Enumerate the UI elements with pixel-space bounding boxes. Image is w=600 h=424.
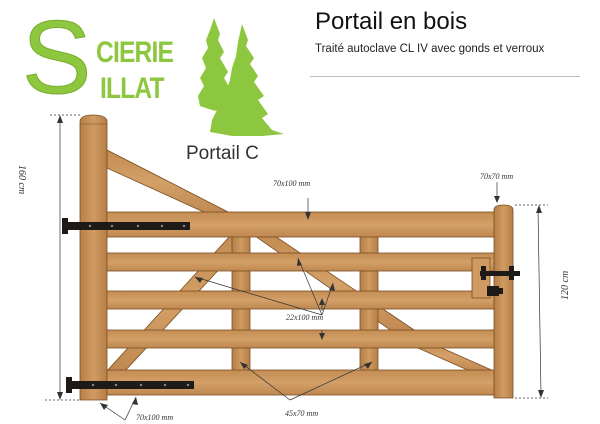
dim-rails: 22x100 mm — [286, 313, 324, 322]
logo-line-2: ILLAT — [100, 72, 165, 105]
header-divider — [310, 76, 580, 77]
logo-initial: S — [21, 0, 92, 116]
page-title: Portail en bois — [315, 8, 468, 35]
model-label: Portail C — [186, 143, 259, 164]
logo-line-1: CIERIE — [96, 36, 174, 69]
end-post — [493, 204, 514, 399]
dim-post-height: 160 cm — [16, 165, 27, 195]
dim-braces: 45x70 mm — [285, 409, 319, 418]
dim-hinge-post: 70x100 mm — [136, 413, 174, 422]
rail-2 — [103, 252, 498, 272]
dim-gate-height: 120 cm — [560, 270, 571, 300]
latch-bolt — [480, 266, 520, 296]
hinge-post — [79, 114, 108, 401]
dim-top-rail: 70x100 mm — [273, 179, 311, 188]
dim-end-post: 70x70 mm — [480, 172, 514, 181]
page-tagline: Traité autoclave CL IV avec gonds et ver… — [315, 43, 545, 55]
rail-3 — [103, 290, 498, 310]
rails — [103, 211, 498, 396]
hinge-top — [62, 218, 190, 234]
rail-4 — [103, 329, 498, 349]
hinge-bottom — [66, 377, 194, 393]
